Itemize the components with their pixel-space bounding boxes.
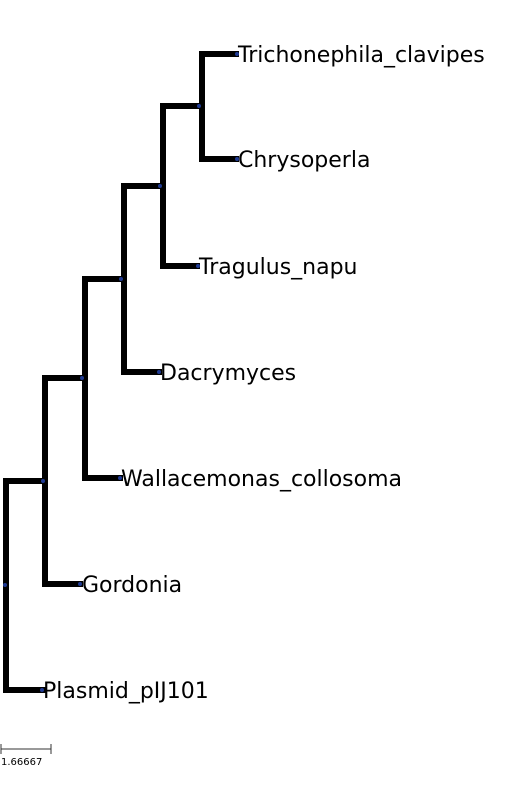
leaf-label-chrysoperla: Chrysoperla xyxy=(238,148,370,173)
tree-branches xyxy=(3,51,239,693)
leaf-label-trichonephila: Trichonephila_clavipes xyxy=(237,43,485,68)
leaf-dot-gordonia xyxy=(78,582,82,586)
node-dot-d xyxy=(158,184,162,188)
leaf-dot-chrysoperla xyxy=(235,157,239,161)
node-dot-root xyxy=(3,583,7,587)
scale-bar: 1.66667 xyxy=(0,744,52,768)
node-dot-e xyxy=(197,104,201,108)
node-dot-b xyxy=(80,376,84,380)
leaf-dot-dacrymyces xyxy=(157,370,161,374)
node-markers xyxy=(3,52,239,692)
leaf-dot-tragulus xyxy=(196,264,200,268)
leaf-dot-plasmid xyxy=(40,688,44,692)
leaf-label-wallacemonas: Wallacemonas_collosoma xyxy=(121,467,402,492)
leaf-dot-wallacemonas xyxy=(118,476,122,480)
node-dot-a xyxy=(41,479,45,483)
scale-bar-label: 1.66667 xyxy=(1,757,42,768)
leaf-dot-trichonephila xyxy=(235,52,239,56)
leaf-label-dacrymyces: Dacrymyces xyxy=(160,361,296,386)
leaf-labels: Trichonephila_clavipes Chrysoperla Tragu… xyxy=(43,43,485,704)
leaf-label-plasmid: Plasmid_pIJ101 xyxy=(43,679,209,704)
leaf-label-tragulus: Tragulus_napu xyxy=(198,255,358,280)
leaf-label-gordonia: Gordonia xyxy=(82,573,182,598)
node-dot-c xyxy=(119,277,123,281)
